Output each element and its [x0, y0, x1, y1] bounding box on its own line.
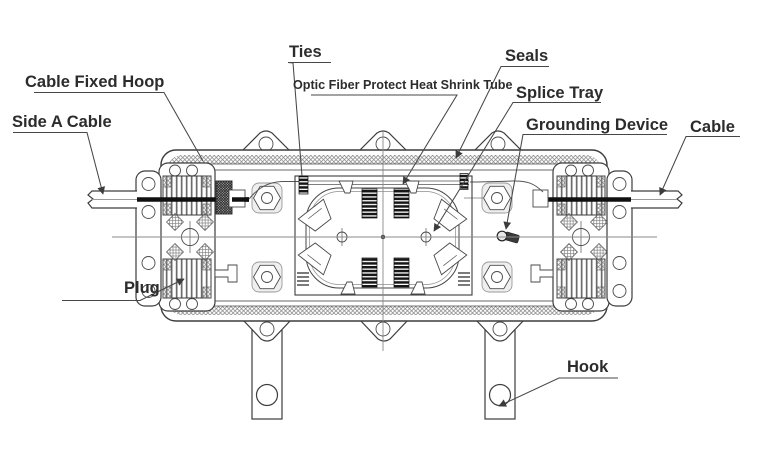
heat-shrink-tube-stack	[393, 188, 410, 219]
label-side-a-cable: Side A Cable	[12, 113, 112, 131]
right-cavity	[464, 180, 554, 293]
left-top-plug	[162, 175, 212, 216]
leader-cable	[659, 135, 740, 196]
cable-fixed-hoops	[135, 170, 633, 307]
label-hook: Hook	[567, 358, 609, 376]
label-optic-fiber-tube: Optic Fiber Protect Heat Shrink Tube	[293, 78, 513, 92]
tie	[298, 175, 309, 195]
heat-shrink-tube-stack	[361, 257, 378, 288]
fiber-coil-loop-inner	[309, 191, 456, 285]
left-top-nut	[251, 182, 283, 214]
right-latch	[530, 264, 554, 283]
tie-marks-right	[458, 272, 470, 286]
right-bottom-plug	[556, 258, 606, 299]
label-splice-tray: Splice Tray	[516, 84, 604, 102]
label-plug: Plug	[124, 279, 160, 297]
right-cap-bolt	[582, 298, 594, 310]
ear-bottom-right-hole	[492, 321, 508, 337]
leader-cable-fixed-hoop	[34, 91, 204, 162]
right-cap-bolt	[565, 164, 577, 177]
left-bottom-plug	[162, 258, 212, 299]
left-hook-hole	[255, 383, 279, 407]
left-cap-bolt	[186, 298, 198, 310]
fiber-clip	[340, 281, 356, 295]
fiber-coil-loop	[305, 187, 460, 289]
label-ties: Ties	[289, 43, 322, 61]
left-cap-bolt	[169, 164, 181, 177]
right-cap-bolt	[565, 298, 577, 310]
right-fiber-curve	[469, 180, 544, 193]
leader-grounding-device	[503, 133, 667, 230]
ear-top-left-hole	[258, 136, 274, 152]
right-top-nut	[481, 182, 513, 214]
right-top-plug	[556, 175, 606, 216]
right-bottom-nut	[481, 261, 513, 293]
left-latch	[214, 264, 238, 283]
label-grounding-device: Grounding Device	[526, 116, 668, 134]
heat-shrink-tube-stack	[393, 257, 410, 288]
label-cable-fixed-hoop: Cable Fixed Hoop	[25, 73, 164, 91]
tie-marks-left	[297, 272, 309, 286]
leader-hook	[498, 377, 618, 407]
leader-plug	[62, 278, 185, 302]
left-cap-bolt	[169, 298, 181, 310]
tray-outline	[294, 175, 473, 296]
left-cap-bolt	[186, 164, 198, 177]
fiber-guide	[433, 242, 468, 276]
leader-splice-tray	[433, 101, 601, 232]
label-cable: Cable	[690, 118, 735, 136]
fiber-guide	[433, 198, 468, 232]
heat-shrink-tube-stack	[361, 188, 378, 219]
fiber-clip	[410, 281, 426, 295]
leader-ties	[287, 61, 331, 177]
right-cable-sleeve	[532, 189, 549, 208]
leader-seals	[455, 65, 549, 159]
fiber-guide	[297, 242, 332, 276]
right-cap-bolt	[582, 164, 594, 177]
left-cavity	[214, 180, 300, 293]
left-fixed-hoop	[135, 170, 162, 307]
left-bottom-nut	[251, 261, 283, 293]
fiber-clip	[338, 180, 354, 194]
leader-optic-fiber-tube	[311, 94, 458, 185]
left-cross-clamp	[166, 213, 214, 261]
callout-labels: Cable Fixed Hoop Side A Cable Ties Optic…	[12, 43, 735, 376]
right-fixed-hoop	[606, 170, 633, 307]
grounding-screw	[496, 230, 520, 244]
ear-bottom-left-hole	[259, 321, 275, 337]
ear-top-right-hole	[490, 136, 506, 152]
left-fiber-curve	[248, 181, 300, 200]
fiber-guide	[297, 198, 332, 232]
callout-leaders	[13, 61, 740, 407]
leader-side-a-cable	[13, 131, 106, 195]
label-seals: Seals	[505, 47, 548, 65]
